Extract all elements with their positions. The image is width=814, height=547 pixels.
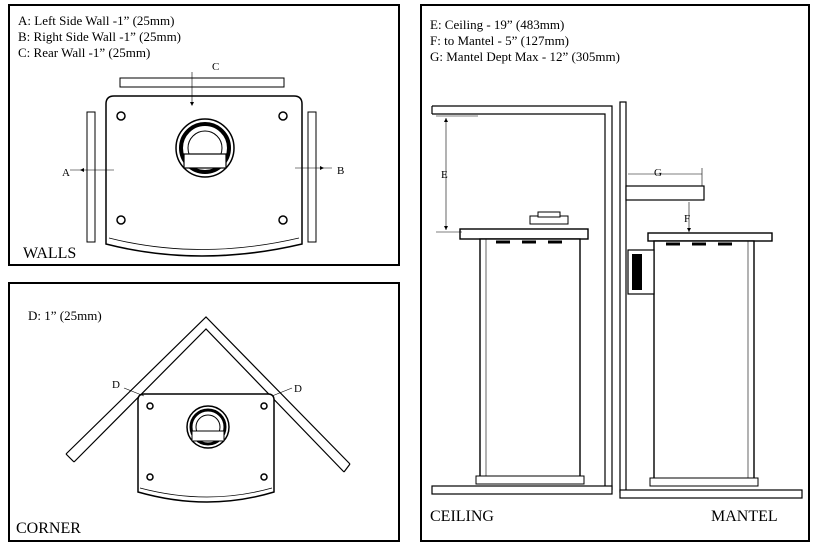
label-g: G xyxy=(654,167,662,179)
mantel-stove xyxy=(627,232,773,487)
dimension-d-left-line xyxy=(123,387,145,397)
ceiling-outline-outer xyxy=(432,105,613,490)
label-c: C xyxy=(212,61,219,73)
ceiling-title: CEILING xyxy=(430,508,494,525)
walls-legend: A: Left Side Wall -1” (25mm) B: Right Si… xyxy=(18,13,181,61)
label-b: B xyxy=(337,165,344,177)
mounting-holes xyxy=(116,111,288,225)
mantel-shelf xyxy=(625,185,705,201)
corner-panel: D: 1” (25mm) D D CORNER xyxy=(8,282,400,542)
walls-panel: A: Left Side Wall -1” (25mm) B: Right Si… xyxy=(8,4,400,266)
label-f: F xyxy=(684,213,690,225)
mantel-title: MANTEL xyxy=(711,508,778,525)
mantel-wall xyxy=(619,101,627,493)
walls-title: WALLS xyxy=(23,245,77,262)
dimension-c-arrow xyxy=(190,102,194,106)
ceiling-mantel-legend: E: Ceiling - 19” (483mm) F: to Mantel - … xyxy=(430,17,620,65)
flue-collar xyxy=(175,118,235,178)
stove-front-edge xyxy=(108,237,300,250)
label-d-left: D xyxy=(112,379,120,391)
walls-diagram: C A B xyxy=(62,61,344,257)
ceiling-floor-hearth xyxy=(431,485,613,495)
right-side-wall xyxy=(307,111,317,243)
dimension-d-right-line xyxy=(271,387,293,397)
rear-wall xyxy=(119,77,285,88)
walls-legend-a: A: Left Side Wall -1” (25mm) xyxy=(18,13,175,28)
corner-diagram: D D xyxy=(65,316,351,503)
dimension-a-arrow xyxy=(80,168,84,172)
ceiling-mantel-diagram: E G F xyxy=(431,101,803,499)
mantel-floor-hearth xyxy=(619,489,803,499)
legend-f: F: to Mantel - 5” (127mm) xyxy=(430,33,570,48)
corner-flue-collar xyxy=(186,405,230,449)
ceiling-mantel-panel: E: Ceiling - 19” (483mm) F: to Mantel - … xyxy=(420,4,810,542)
corner-walls xyxy=(65,316,351,473)
corner-legend-d: D: 1” (25mm) xyxy=(28,308,102,323)
label-a: A xyxy=(62,167,70,179)
walls-legend-c: C: Rear Wall -1” (25mm) xyxy=(18,45,151,60)
left-side-wall xyxy=(86,111,96,243)
label-e: E xyxy=(441,169,448,181)
corner-title: CORNER xyxy=(16,520,81,537)
dimension-b-arrow xyxy=(320,166,324,170)
dimension-e-arrow-top xyxy=(444,118,448,122)
ceiling-outline-inner xyxy=(432,113,606,490)
dimension-e-arrow-bottom xyxy=(444,226,448,230)
walls-legend-b: B: Right Side Wall -1” (25mm) xyxy=(18,29,182,44)
legend-e: E: Ceiling - 19” (483mm) xyxy=(430,17,565,32)
ceiling-stove xyxy=(459,211,589,485)
label-d-right: D xyxy=(294,383,302,395)
corner-mounting-holes xyxy=(146,402,268,481)
corner-stove-front xyxy=(139,487,273,498)
dimension-f-arrow xyxy=(687,228,691,232)
legend-g: G: Mantel Dept Max - 12” (305mm) xyxy=(430,49,620,64)
corner-legend: D: 1” (25mm) xyxy=(28,308,102,324)
